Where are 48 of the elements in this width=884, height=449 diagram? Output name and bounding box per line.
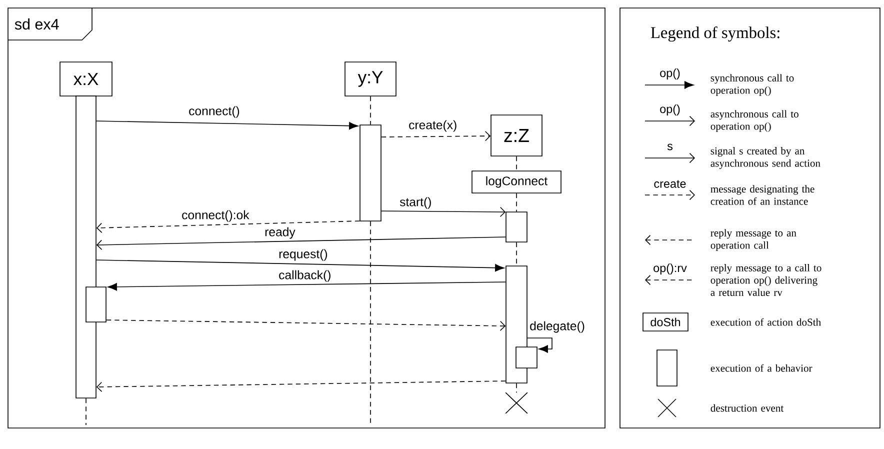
activation-bar — [506, 212, 528, 242]
edge-label: ready — [263, 226, 297, 240]
edge-label: start() — [398, 196, 433, 210]
legend-text: execution of action doSth — [710, 318, 821, 326]
legend-text: signal s created by an asynchronous send action — [710, 147, 820, 169]
lifeline-head: x:X — [60, 62, 112, 96]
legend-text: execution of a behavior — [710, 364, 812, 372]
message-arrow — [96, 380, 506, 392]
message-arrow — [96, 260, 504, 272]
edge-label: request() — [277, 248, 329, 262]
edge-label: connect() — [187, 105, 242, 119]
edge-label: delegate() — [528, 320, 586, 334]
message-arrow — [527, 338, 552, 353]
lifeline — [516, 156, 517, 171]
activation-bar — [86, 286, 106, 322]
lifeline — [370, 96, 371, 125]
message-arrow — [106, 320, 506, 332]
legend-text: asynchronous call to operation op() — [710, 110, 798, 132]
lifeline-head: y:Y — [344, 62, 396, 96]
message-arrow — [96, 236, 506, 250]
edge-label: create(x) — [407, 119, 458, 133]
symbol-label: create — [654, 180, 686, 188]
legend-text: message designating the creation of an instance — [710, 185, 814, 205]
lifeline — [516, 242, 517, 266]
lifeline-head: z:Z — [490, 114, 542, 156]
message-arrow — [108, 282, 506, 291]
state-box: logConnect — [472, 170, 562, 194]
message-arrow — [381, 206, 506, 218]
symbol-label: op():rv — [654, 264, 687, 274]
edge-label: connect():ok — [180, 209, 250, 223]
legend-text: destruction event — [710, 404, 784, 412]
destruction-mark — [505, 392, 528, 414]
activation-bar — [360, 124, 382, 222]
message-arrow — [96, 220, 360, 233]
action-box: doSth — [642, 312, 688, 332]
symbol-label: op() — [660, 104, 680, 116]
legend-text: synchronous call to operation op() — [710, 74, 794, 96]
symbol-label: s — [667, 144, 672, 150]
lifeline — [516, 383, 517, 393]
lifeline — [516, 193, 517, 212]
legend-text: reply message to an operation call — [710, 229, 796, 251]
edge-label: callback() — [277, 269, 332, 283]
activation-bar — [516, 346, 538, 368]
message-arrow — [96, 120, 358, 130]
symbol-label: op() — [660, 68, 680, 80]
legend-text: reply message to a call to operation op() delivering a return value rv — [710, 264, 822, 296]
message-arrow — [381, 130, 491, 142]
lifeline — [370, 221, 371, 426]
